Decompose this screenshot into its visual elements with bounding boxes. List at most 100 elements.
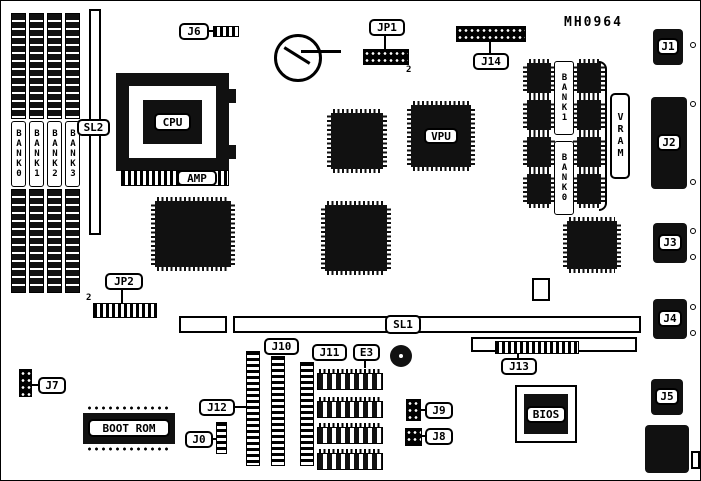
simm-chips bbox=[11, 189, 26, 293]
j13-label: J13 bbox=[501, 358, 537, 375]
boot-rom-socket-pins bbox=[86, 404, 172, 412]
bank2-label: BANK2 bbox=[47, 121, 62, 187]
simm-chips bbox=[11, 13, 26, 119]
slot-sl1 bbox=[233, 316, 641, 333]
simm-chips bbox=[65, 189, 80, 293]
port-j1: J1 bbox=[653, 29, 683, 65]
port-j3: J3 bbox=[653, 223, 687, 263]
leader-line bbox=[420, 409, 426, 411]
port-j5: J5 bbox=[651, 379, 683, 415]
vram-chip bbox=[573, 170, 605, 208]
screw-hole bbox=[690, 42, 696, 48]
bank0-label: BANK0 bbox=[11, 121, 26, 187]
jp1-label: JP1 bbox=[369, 19, 405, 36]
leader-line bbox=[31, 384, 39, 386]
simm-chips bbox=[47, 189, 62, 293]
screw-hole bbox=[690, 330, 696, 336]
bank1-label: BANK1 bbox=[29, 121, 44, 187]
battery bbox=[274, 34, 322, 82]
rear-connector bbox=[645, 425, 689, 473]
simm-module-bank3: BANK3 bbox=[65, 13, 80, 293]
screw-hole bbox=[690, 101, 696, 107]
ic-chip bbox=[327, 109, 387, 173]
cpu-socket: CPU bbox=[116, 73, 229, 171]
leader-line bbox=[384, 35, 386, 49]
simm-chips bbox=[65, 13, 80, 119]
vram-bank0-label: BANK0 bbox=[554, 141, 574, 215]
j14-label: J14 bbox=[473, 53, 509, 70]
leader-line bbox=[489, 41, 491, 53]
simm-module-bank1: BANK1 bbox=[29, 13, 44, 293]
j10-connector bbox=[271, 356, 285, 466]
part-number-text: MH0964 bbox=[564, 15, 623, 30]
j1-label: J1 bbox=[657, 38, 679, 55]
vram-chip bbox=[573, 59, 605, 97]
j6-label: J6 bbox=[179, 23, 209, 40]
bios-socket: BIOS bbox=[515, 385, 577, 443]
ic-chip bbox=[563, 217, 621, 273]
screw-hole bbox=[690, 228, 696, 234]
vpu-label: VPU bbox=[424, 128, 458, 144]
crystal-oscillator bbox=[532, 278, 550, 301]
e3-jumper-block bbox=[317, 397, 383, 418]
cpu-label: CPU bbox=[154, 113, 191, 131]
j11-label: J11 bbox=[312, 344, 347, 361]
leader-line bbox=[234, 406, 246, 408]
cpu-socket-tab bbox=[229, 89, 236, 103]
jp2-connector bbox=[93, 303, 157, 318]
j9-label: J9 bbox=[425, 402, 453, 419]
j9-connector bbox=[406, 399, 421, 421]
leader-line bbox=[121, 290, 123, 303]
j11-connector bbox=[300, 362, 314, 466]
vram-chip bbox=[523, 133, 555, 171]
leader-line bbox=[517, 353, 519, 359]
j3-label: J3 bbox=[658, 234, 682, 251]
jp2-pin2-marker: 2 bbox=[86, 293, 92, 303]
slot-segment bbox=[179, 316, 227, 333]
j14-connector bbox=[456, 26, 526, 42]
j7-label: J7 bbox=[38, 377, 66, 394]
j0-connector bbox=[216, 422, 227, 454]
e3-label: E3 bbox=[353, 344, 380, 361]
battery-clip bbox=[301, 50, 341, 53]
jp1-pin2-marker: 2 bbox=[406, 65, 412, 75]
vram-bracket bbox=[599, 61, 607, 211]
e3-jumper-block bbox=[317, 423, 383, 444]
screw-hole bbox=[690, 304, 696, 310]
ic-chip bbox=[151, 197, 235, 271]
j12-label: J12 bbox=[199, 399, 235, 416]
port-j2: J2 bbox=[651, 97, 687, 189]
j5-label: J5 bbox=[655, 388, 679, 405]
leader-line bbox=[212, 438, 217, 440]
j8-connector bbox=[405, 428, 422, 446]
simm-module-bank2: BANK2 bbox=[47, 13, 62, 293]
vram-chip bbox=[573, 133, 605, 171]
sl2-label: SL2 bbox=[77, 119, 110, 136]
j10-label: J10 bbox=[264, 338, 299, 355]
j8-label: J8 bbox=[425, 428, 453, 445]
jp1-connector bbox=[363, 49, 409, 65]
leader-line bbox=[421, 435, 426, 437]
leader-line bbox=[208, 30, 214, 32]
j6-connector bbox=[213, 26, 239, 37]
vram-bank1-label: BANK1 bbox=[554, 61, 574, 135]
amp-label: AMP bbox=[177, 170, 217, 186]
j2-label: J2 bbox=[657, 134, 681, 151]
boot-rom-label: BOOT ROM bbox=[88, 419, 170, 437]
vram-chip bbox=[523, 59, 555, 97]
bank3-label: BANK3 bbox=[65, 121, 80, 187]
simm-module-bank0: BANK0 bbox=[11, 13, 26, 293]
j12-connector bbox=[246, 351, 260, 466]
j13-connector bbox=[495, 341, 579, 354]
screw-hole bbox=[690, 179, 696, 185]
rear-connector-detail bbox=[691, 451, 700, 469]
port-j4: J4 bbox=[653, 299, 687, 339]
e3-jumper-block bbox=[317, 369, 383, 390]
vram-chip bbox=[573, 96, 605, 134]
simm-chips bbox=[47, 13, 62, 119]
vpu-chip: VPU bbox=[407, 101, 475, 171]
vram-label: VRAM bbox=[610, 93, 630, 179]
sl1-label: SL1 bbox=[385, 315, 421, 334]
vram-chip bbox=[523, 170, 555, 208]
